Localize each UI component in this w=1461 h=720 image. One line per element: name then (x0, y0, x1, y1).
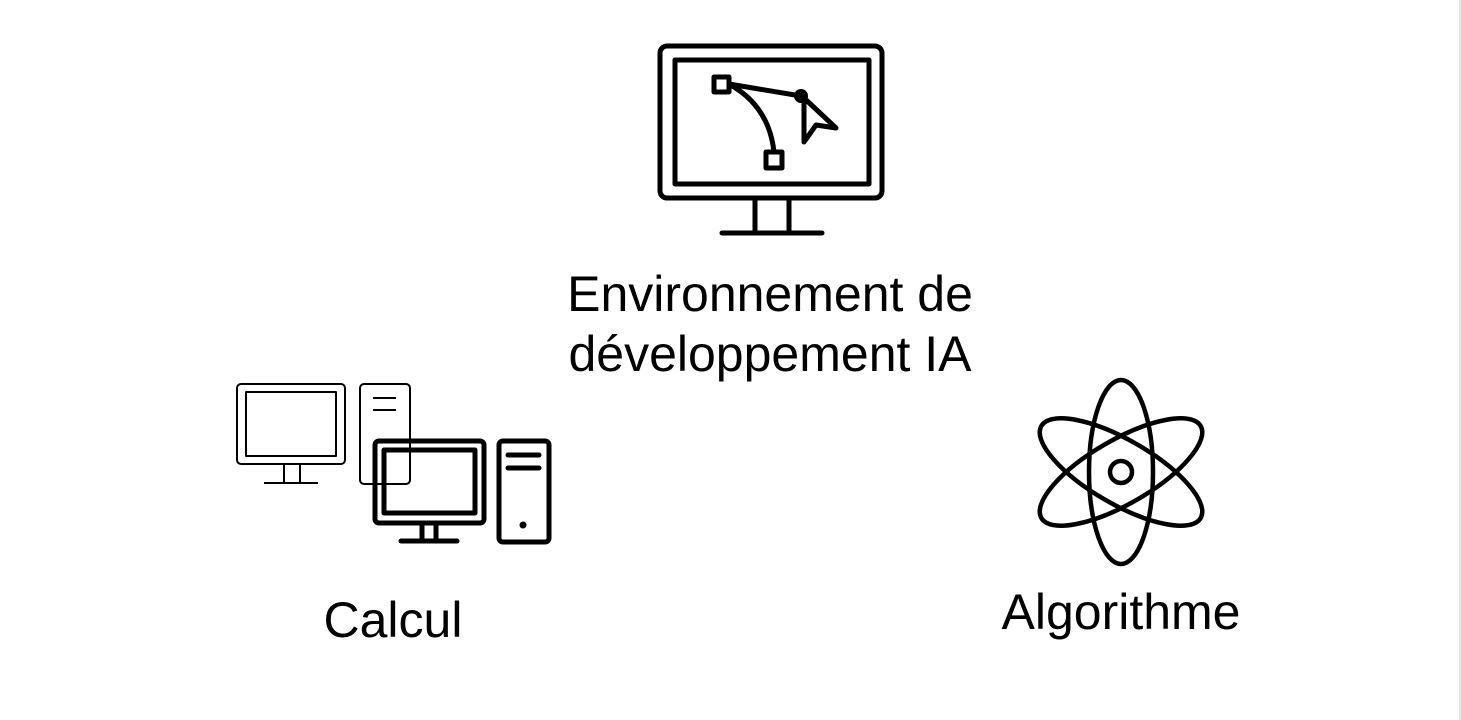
dev-env-node (655, 40, 887, 240)
monitor-bezier-cursor-icon (657, 43, 885, 236)
algorithm-label: Algorithme (971, 582, 1271, 642)
algorithm-node (1034, 376, 1210, 568)
dev-env-label-line-2: développement IA (568, 326, 972, 382)
dev-env-label-line-1: Environnement de (567, 266, 973, 322)
compute-label: Calcul (293, 590, 493, 650)
page-right-border (1459, 0, 1461, 720)
compute-node (232, 378, 556, 550)
algorithm-label-text: Algorithme (1001, 584, 1241, 640)
computers-icon (236, 383, 552, 545)
dev-env-label: Environnement de développement IA (520, 264, 1020, 384)
atom-icon (1037, 377, 1205, 567)
compute-label-text: Calcul (323, 592, 463, 648)
